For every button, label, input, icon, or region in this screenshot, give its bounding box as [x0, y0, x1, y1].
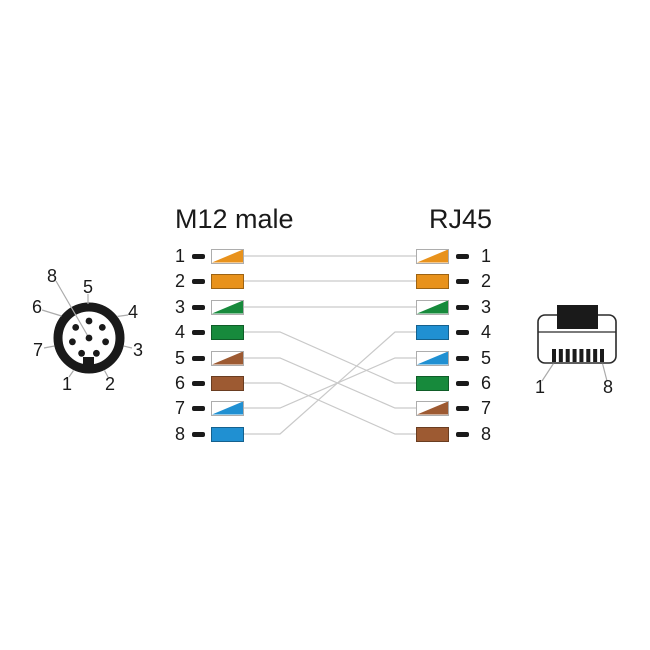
rj45-row-7-number: 7 [480, 398, 491, 418]
wire-connection-4-to-6 [244, 331, 416, 384]
m12-row-3-wire-swatch-stripe-triangle [212, 300, 243, 314]
m12-pin-7 [69, 338, 76, 346]
rj45-leader-lines [541, 363, 608, 382]
rj45-contact-1 [552, 349, 556, 362]
rj45-row-2-dash [456, 278, 469, 284]
rj45-row-6-wire-swatch [416, 375, 449, 391]
rj45-pins [552, 349, 604, 362]
m12-row-4-number: 4 [174, 322, 185, 342]
m12-row-2-number: 2 [174, 271, 185, 291]
rj45-contact-3 [565, 349, 570, 362]
rj45-row-5-wire-swatch-stripe-triangle [417, 351, 448, 365]
m12-row-3-dash [192, 304, 205, 310]
rj45-row-1-wire-swatch-stripe-triangle [417, 249, 448, 263]
m12-face-pin-label-6: 6 [31, 297, 43, 317]
m12-row-4-dash [192, 329, 205, 335]
m12-row-6-wire-swatch [211, 375, 244, 391]
rj45-contact-7 [593, 349, 598, 362]
m12-row-8-wire-swatch [211, 426, 244, 442]
m12-face-pin-label-3: 3 [132, 340, 144, 360]
rj45-row-7-wire-swatch [416, 400, 449, 416]
m12-row-3-number: 3 [174, 297, 185, 317]
m12-pins [69, 317, 109, 357]
m12-face-graphic [41, 280, 133, 378]
m12-face-pin-label-8: 8 [46, 266, 58, 286]
rj45-face-pin-label-1: 1 [534, 377, 546, 397]
m12-row-4-wire-swatch [211, 324, 244, 340]
m12-face-pin-label-7: 7 [32, 340, 44, 360]
m12-leader-lines [41, 280, 133, 378]
rj45-row-2-number: 2 [480, 271, 491, 291]
rj45-row-8-dash [456, 431, 469, 437]
m12-row-1-number: 1 [174, 246, 185, 266]
m12-row-7-wire-swatch-stripe-triangle [212, 401, 243, 415]
rj45-row-4-wire-swatch [416, 324, 449, 340]
m12-row-8-number: 8 [174, 424, 185, 444]
m12-row-1-dash [192, 253, 205, 259]
m12-row-1-wire-swatch [211, 248, 244, 264]
m12-row-5-wire-swatch [211, 350, 244, 366]
m12-row-8-dash [192, 431, 205, 437]
rj45-face-pin-label-8: 8 [602, 377, 614, 397]
rj45-row-4-dash [456, 329, 469, 335]
m12-face-pin-label-1: 1 [61, 374, 73, 394]
rj45-contact-2 [558, 349, 563, 362]
rj45-row-8-wire-swatch [416, 426, 449, 442]
rj45-row-8-number: 8 [480, 424, 491, 444]
rj45-contact-5 [579, 349, 584, 362]
m12-face-pin-label-4: 4 [127, 302, 139, 322]
rj45-row-7-wire-swatch-stripe-triangle [417, 401, 448, 415]
m12-row-6-dash [192, 380, 205, 386]
rj45-contact-4 [572, 349, 577, 362]
m12-row-6-number: 6 [174, 373, 185, 393]
rj45-row-1-wire-swatch [416, 248, 449, 264]
rj45-row-7-dash [456, 405, 469, 411]
rj45-row-5-dash [456, 355, 469, 361]
right-column-header: RJ45 [429, 204, 493, 234]
m12-pin-1 [78, 349, 85, 357]
left-column-header: M12 male [175, 204, 294, 234]
rj45-row-6-dash [456, 380, 469, 386]
rj45-row-3-wire-swatch [416, 299, 449, 315]
m12-pin-5 [85, 317, 93, 325]
rj45-latch-tab [557, 305, 598, 329]
wire-connection-8-to-4 [244, 331, 416, 435]
m12-pin-2 [93, 349, 100, 357]
rj45-row-5-wire-swatch [416, 350, 449, 366]
m12-pin-8 [85, 334, 93, 342]
m12-face-pin-label-5: 5 [82, 277, 94, 297]
m12-row-5-wire-swatch-stripe-triangle [212, 351, 243, 365]
rj45-row-3-wire-swatch-stripe-triangle [417, 300, 448, 314]
rj45-row-2-wire-swatch [416, 273, 449, 289]
rj45-contact-6 [586, 349, 591, 362]
rj45-face-graphic [537, 305, 617, 382]
m12-row-7-dash [192, 405, 205, 411]
m12-keying-notch [83, 357, 94, 365]
m12-row-1-wire-swatch-stripe-triangle [212, 249, 243, 263]
m12-row-5-number: 5 [174, 348, 185, 368]
m12-pin-4 [98, 324, 106, 331]
rj45-row-5-number: 5 [480, 348, 491, 368]
m12-face-pin-label-2: 2 [104, 374, 116, 394]
rj45-row-6-number: 6 [480, 373, 491, 393]
m12-row-7-number: 7 [174, 398, 185, 418]
m12-row-3-wire-swatch [211, 299, 244, 315]
rj45-row-3-number: 3 [480, 297, 491, 317]
rj45-row-3-dash [456, 304, 469, 310]
m12-row-2-dash [192, 278, 205, 284]
m12-pin-6 [72, 324, 80, 331]
rj45-row-1-number: 1 [480, 246, 491, 266]
wire-connection-6-to-8 [244, 382, 416, 435]
rj45-contact-8 [600, 349, 604, 362]
m12-row-5-dash [192, 355, 205, 361]
rj45-row-1-dash [456, 253, 469, 259]
m12-row-2-wire-swatch [211, 273, 244, 289]
m12-row-7-wire-swatch [211, 400, 244, 416]
rj45-row-4-number: 4 [480, 322, 491, 342]
m12-pin-3 [102, 338, 109, 346]
